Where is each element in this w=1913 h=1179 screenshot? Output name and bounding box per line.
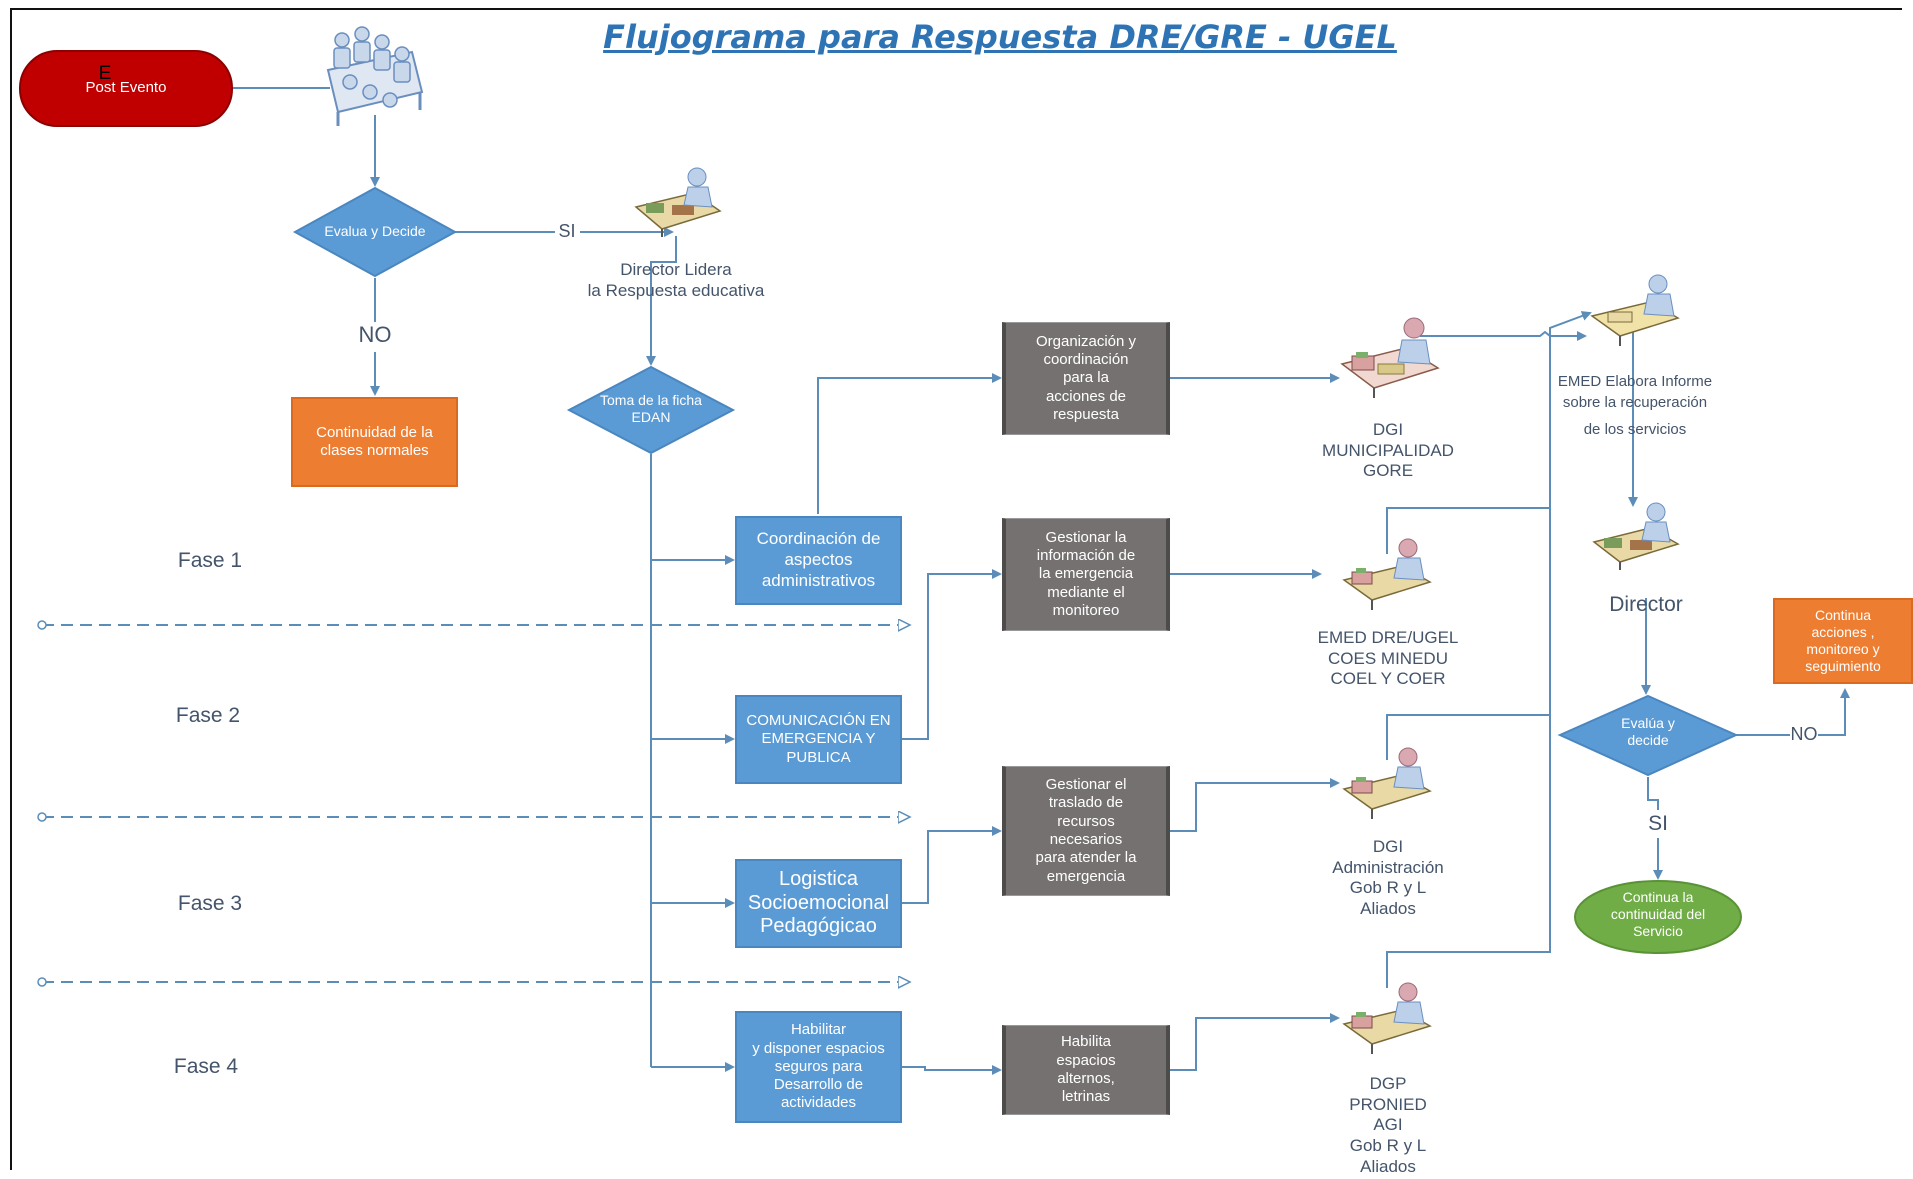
decision-no-label: NO — [358, 322, 392, 347]
phase-box-logistica: Logistica Socioemocional Pedagógicao — [735, 859, 902, 948]
action-box-gestionar-info: Gestionar la información de la emergenci… — [1002, 518, 1170, 631]
phase-box-coordinacion: Coordinación de aspectos administrativos — [735, 516, 902, 605]
phase-label-4: Fase 4 — [173, 1055, 239, 1078]
actor-label-dgp-pronied: DGP PRONIED AGI Gob R y L Aliados — [1349, 1074, 1427, 1176]
decision2-yes-label: SI — [1648, 812, 1668, 835]
actor-label-dgi-administracion: DGI Administración Gob R y L Aliados — [1332, 837, 1444, 919]
director-label: Director — [1609, 593, 1683, 616]
diagram-frame — [10, 8, 1902, 1170]
emed-informe-line-2: sobre la recuperación — [1562, 394, 1708, 411]
dgp-pronied-desk-icon — [1340, 980, 1436, 1058]
action-box-gestionar-traslado: Gestionar el traslado de recursos necesa… — [1002, 766, 1170, 896]
phase-label-2: Fase 2 — [175, 704, 241, 727]
action-box-habilita-espacios: Habilita espacios alternos, letrinas — [1002, 1025, 1170, 1115]
connectors — [232, 87, 1850, 1075]
emed-informe-line-3: de los servicios — [1583, 421, 1687, 438]
continua-servicio-label: Continua la continuidad del Servicio — [1610, 889, 1706, 940]
decision-evalua-decide-label: Evalúa y decide — [1621, 715, 1675, 749]
decision-yes-label: SI — [558, 221, 576, 241]
start-label: Post Evento — [85, 79, 167, 96]
continua-acciones-box: Continua acciones , monitoreo y seguimie… — [1773, 598, 1913, 684]
continua-servicio-terminator — [1574, 880, 1742, 954]
phase-box-comunicacion: COMUNICACIÓN EN EMERGENCIA Y PUBLICA — [735, 695, 902, 784]
actor-label-emed-dre: EMED DRE/UGEL COES MINEDU COEL Y COER — [1317, 628, 1459, 689]
decision-evalua-decide-diamond — [1557, 694, 1739, 777]
start-terminator — [19, 50, 233, 127]
director-lidera-desk-icon — [632, 165, 724, 240]
phase-box-habilitar: Habilitar y disponer espacios seguros pa… — [735, 1011, 902, 1123]
emed-informe-desk-icon — [1588, 272, 1684, 350]
start-letter: E — [98, 63, 112, 84]
phase-label-1: Fase 1 — [177, 549, 243, 572]
continuidad-clases-box: Continuidad de la clases normales — [291, 397, 458, 487]
action-box-organizacion: Organización y coordinación para la acci… — [1002, 322, 1170, 435]
decision2-no-label: NO — [1790, 724, 1818, 744]
director-lidera-label: Director Lidera la Respuesta educativa — [587, 260, 765, 300]
dgi-municipalidad-desk-icon — [1338, 316, 1444, 402]
decision-evalua-label: Evalua y Decide — [324, 223, 426, 239]
edan-label: Toma de la ficha EDAN — [600, 392, 702, 426]
dgi-administracion-desk-icon — [1340, 745, 1436, 823]
meeting-group-icon — [326, 26, 424, 126]
decision-edan-diamond — [566, 365, 736, 455]
director-desk-icon — [1590, 500, 1682, 574]
diagram-title: Flujograma para Respuesta DRE/GRE - UGEL — [603, 18, 1397, 56]
emed-dre-desk-icon — [1340, 536, 1436, 614]
decision-evalua-diamond — [292, 186, 458, 278]
actor-label-dgi-municipalidad: DGI MUNICIPALIDAD GORE — [1322, 420, 1454, 481]
phase-label-3: Fase 3 — [177, 892, 243, 915]
emed-informe-line-1: EMED Elabora Informe — [1557, 373, 1713, 390]
